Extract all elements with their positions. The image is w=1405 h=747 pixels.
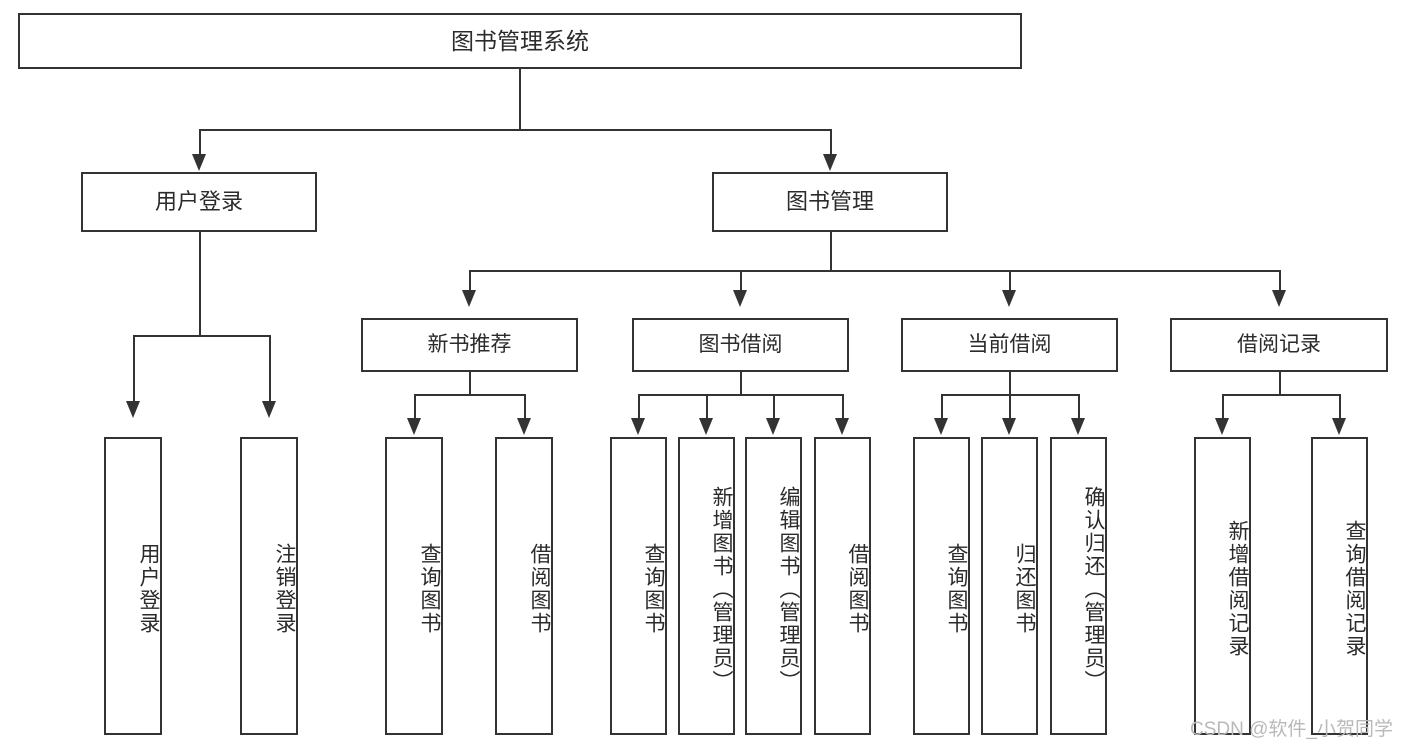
- connector-root-to-book-mgmt: [830, 129, 832, 154]
- connector-new-book-stem: [469, 372, 471, 394]
- leaf-label: 查询图书: [945, 543, 968, 635]
- arrowhead-leaf-logout: [262, 401, 276, 418]
- arrowhead-nb-query-book: [407, 418, 421, 435]
- connector-bb-c4: [842, 394, 844, 418]
- arrowhead-cb-confirm-return: [1071, 418, 1085, 435]
- leaf-br-add-record[interactable]: 新增借阅记录: [1194, 437, 1251, 735]
- node-book-management[interactable]: 图书管理: [712, 172, 948, 232]
- connector-new-book-c2: [524, 394, 526, 418]
- arrowhead-new-book-recommend: [462, 290, 476, 307]
- arrowhead-current-borrow: [1002, 290, 1016, 307]
- arrowhead-nb-borrow-book: [517, 418, 531, 435]
- connector-bb-c1: [638, 394, 640, 418]
- leaf-bb-query-book[interactable]: 查询图书: [610, 437, 667, 735]
- leaf-logout[interactable]: 注销登录: [240, 437, 298, 735]
- arrowhead-book-mgmt: [823, 154, 837, 171]
- arrowhead-bb-borrow-book: [835, 418, 849, 435]
- leaf-nb-query-book[interactable]: 查询图书: [385, 437, 443, 735]
- arrowhead-cb-query-book: [934, 418, 948, 435]
- node-current-borrow[interactable]: 当前借阅: [901, 318, 1118, 372]
- leaf-bb-add-book[interactable]: 新增图书（管理员）: [678, 437, 735, 735]
- node-borrow-record[interactable]: 借阅记录: [1170, 318, 1388, 372]
- connector-new-book-bar: [414, 394, 524, 396]
- arrowhead-bb-edit-book: [766, 418, 780, 435]
- connector-book-mgmt-bar: [469, 270, 1279, 272]
- connector-root-bar: [199, 129, 830, 131]
- connector-user-login-left: [133, 335, 135, 401]
- connector-user-login-stem: [199, 232, 201, 335]
- connector-to-borrow-record: [1279, 270, 1281, 290]
- arrowhead-borrow-record: [1272, 290, 1286, 307]
- connector-new-book-c1: [414, 394, 416, 418]
- connector-book-borrow-bar: [638, 394, 842, 396]
- leaf-cb-query-book[interactable]: 查询图书: [913, 437, 970, 735]
- connector-borrow-record-bar: [1222, 394, 1339, 396]
- arrowhead-br-query-record: [1332, 418, 1346, 435]
- connector-user-login-right: [269, 335, 271, 401]
- leaf-label: 确认归还（管理员）: [1082, 485, 1105, 693]
- leaf-label: 用户登录: [137, 543, 160, 635]
- leaf-label: 归还图书: [1013, 543, 1036, 635]
- leaf-label: 新增借阅记录: [1226, 520, 1249, 658]
- node-new-book-recommend[interactable]: 新书推荐: [361, 318, 578, 372]
- leaf-label: 查询借阅记录: [1343, 520, 1366, 658]
- connector-root-stem: [519, 69, 521, 129]
- leaf-label: 新增图书（管理员）: [710, 485, 733, 693]
- leaf-cb-return-book[interactable]: 归还图书: [981, 437, 1038, 735]
- node-user-login[interactable]: 用户登录: [81, 172, 317, 232]
- connector-book-borrow-stem: [740, 372, 742, 394]
- arrowhead-br-add-record: [1215, 418, 1229, 435]
- connector-cb-c1: [941, 394, 943, 418]
- arrowhead-bb-query-book: [631, 418, 645, 435]
- connector-borrow-record-stem: [1279, 372, 1281, 394]
- node-root-system[interactable]: 图书管理系统: [18, 13, 1022, 69]
- leaf-nb-borrow-book[interactable]: 借阅图书: [495, 437, 553, 735]
- arrowhead-book-borrow: [733, 290, 747, 307]
- connector-to-new-book: [469, 270, 471, 290]
- connector-bb-c3: [773, 394, 775, 418]
- connector-to-current-borrow: [1009, 270, 1011, 290]
- leaf-cb-confirm-return[interactable]: 确认归还（管理员）: [1050, 437, 1107, 735]
- arrowhead-cb-return-book: [1002, 418, 1016, 435]
- connector-current-borrow-stem: [1009, 372, 1011, 394]
- node-book-borrow[interactable]: 图书借阅: [632, 318, 849, 372]
- connector-br-c2: [1339, 394, 1341, 418]
- arrowhead-bb-add-book: [699, 418, 713, 435]
- arrowhead-user-login: [192, 154, 206, 171]
- leaf-bb-edit-book[interactable]: 编辑图书（管理员）: [745, 437, 802, 735]
- leaf-label: 借阅图书: [528, 543, 551, 635]
- connector-bb-c2: [706, 394, 708, 418]
- leaf-label: 注销登录: [273, 543, 296, 635]
- connector-user-login-bar: [133, 335, 269, 337]
- connector-br-c1: [1222, 394, 1224, 418]
- leaf-br-query-record[interactable]: 查询借阅记录: [1311, 437, 1368, 735]
- arrowhead-leaf-user-login: [126, 401, 140, 418]
- leaf-user-login[interactable]: 用户登录: [104, 437, 162, 735]
- connector-root-to-user-login: [199, 129, 201, 154]
- leaf-label: 编辑图书（管理员）: [777, 485, 800, 693]
- connector-cb-c3: [1078, 394, 1080, 418]
- leaf-bb-borrow-book[interactable]: 借阅图书: [814, 437, 871, 735]
- leaf-label: 查询图书: [418, 543, 441, 635]
- leaf-label: 查询图书: [642, 543, 665, 635]
- connector-to-book-borrow: [740, 270, 742, 290]
- connector-cb-c2: [1009, 394, 1011, 418]
- connector-book-mgmt-stem: [830, 232, 832, 270]
- leaf-label: 借阅图书: [846, 543, 869, 635]
